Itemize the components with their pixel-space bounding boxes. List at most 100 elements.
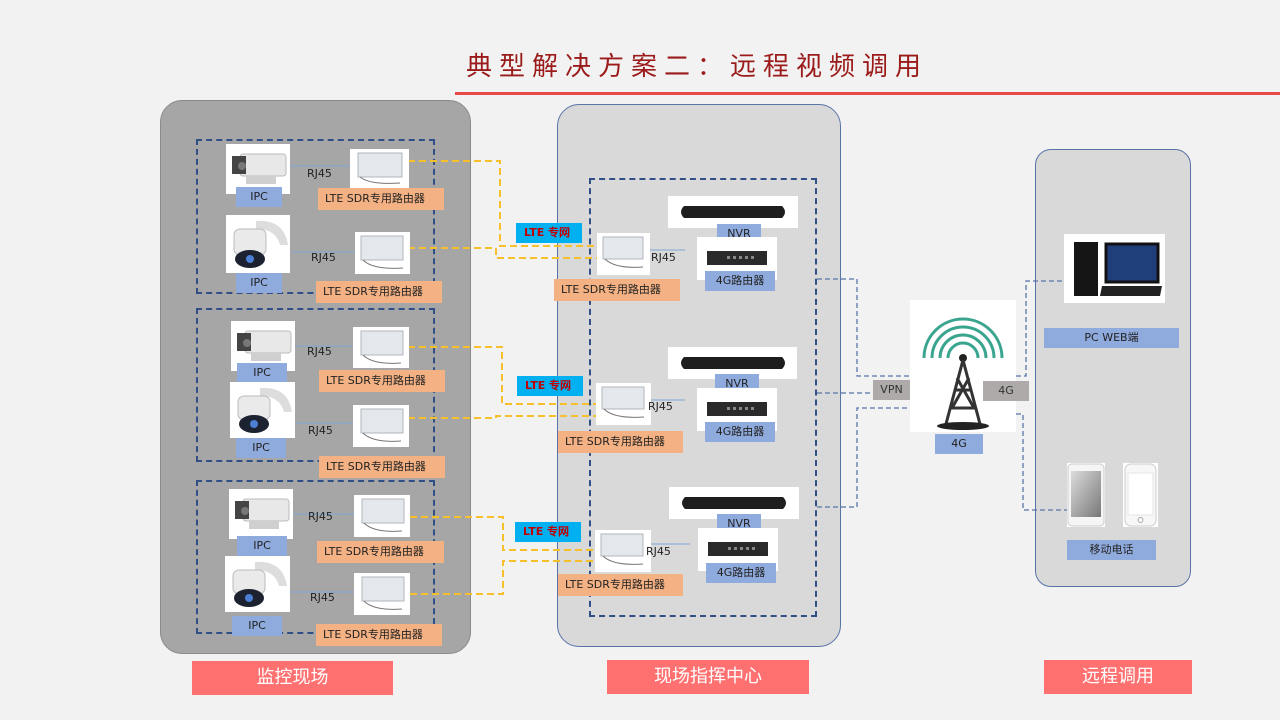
lte-router-icon	[600, 533, 644, 565]
dome-camera-icon	[232, 561, 287, 607]
lte-router-icon	[360, 330, 404, 364]
lte-router-image	[597, 233, 650, 275]
lte-router-image	[355, 232, 410, 274]
bullet-camera-image	[229, 489, 293, 539]
bullet-camera-image	[226, 144, 290, 194]
lte-router-icon	[361, 576, 405, 610]
lte-router-label: LTE SDR专用路由器	[558, 431, 683, 453]
lte-router-label: LTE SDR专用路由器	[319, 456, 445, 478]
lte-link	[410, 516, 600, 551]
ipc-label: IPC	[236, 273, 282, 293]
bullet-camera-icon	[232, 153, 287, 184]
dome-camera-image	[225, 556, 290, 612]
ipc-label: IPC	[232, 616, 282, 636]
nvr-image	[668, 347, 797, 379]
title-underline	[455, 92, 1280, 95]
lte-router-icon	[360, 235, 404, 269]
vpn-label: VPN	[873, 380, 910, 400]
lte-link	[408, 415, 600, 419]
rj45-label: RJ45	[310, 591, 335, 604]
lte-router-label: LTE SDR专用路由器	[554, 279, 680, 301]
desktop-computer-icon	[1074, 242, 1162, 296]
lte-router-icon	[357, 152, 403, 184]
tablet-icon	[1067, 463, 1105, 527]
ipc-label: IPC	[236, 187, 282, 207]
lte-link	[408, 160, 600, 247]
lte-link	[408, 247, 600, 259]
lte-router-image	[595, 530, 651, 572]
tablet-image	[1067, 463, 1105, 527]
page-title: 典型解决方案二：远程视频调用	[466, 52, 929, 82]
network-link	[1016, 280, 1078, 377]
4g-router-icon	[707, 251, 767, 265]
lte-router-image	[354, 573, 410, 615]
bullet-camera-icon	[235, 498, 290, 529]
dome-camera-image	[226, 215, 290, 273]
4g-router-label: 4G路由器	[705, 271, 775, 291]
nvr-icon	[682, 497, 786, 509]
ipc-label: IPC	[236, 438, 286, 458]
dome-camera-icon	[233, 220, 288, 268]
lte-router-image	[350, 149, 409, 188]
lte-link	[410, 560, 600, 595]
command-center-group	[589, 178, 817, 617]
cell-tower-image	[910, 300, 1016, 432]
remote-access-panel	[1035, 149, 1191, 587]
4g-router-icon	[707, 402, 767, 416]
4g-router-label: 4G路由器	[706, 563, 776, 583]
lte-router-image	[354, 495, 410, 537]
4g-router-icon	[708, 542, 768, 556]
nvr-image	[669, 487, 799, 519]
lte-router-label: LTE SDR专用路由器	[319, 370, 445, 392]
ipc-label: IPC	[237, 536, 287, 556]
rj45-label: RJ45	[646, 545, 671, 558]
lte-network-badge: LTE 专网	[515, 522, 581, 542]
section-label-remote-access: 远程调用	[1044, 660, 1192, 694]
section-label-monitoring-site: 监控现场	[192, 661, 393, 695]
lte-router-label: LTE SDR专用路由器	[318, 188, 444, 210]
lte-router-icon	[360, 408, 404, 442]
rj45-label: RJ45	[308, 424, 333, 437]
smartphone-image	[1123, 463, 1158, 527]
rj45-label: RJ45	[311, 251, 336, 264]
lte-router-label: LTE SDR专用路由器	[558, 574, 683, 596]
lte-router-image	[353, 405, 409, 447]
lte-router-icon	[602, 236, 644, 268]
lte-link	[408, 346, 600, 405]
lte-router-image	[353, 327, 409, 368]
lte-network-badge: LTE 专网	[516, 223, 582, 243]
nvr-icon	[681, 206, 785, 218]
lte-router-label: LTE SDR专用路由器	[316, 624, 442, 646]
cell-tower-icon	[922, 317, 1004, 430]
rj45-label: RJ45	[307, 345, 332, 358]
site-group-1	[196, 139, 435, 294]
lte-router-image	[596, 383, 651, 425]
4g-link-label: 4G	[983, 381, 1029, 401]
ipc-label: IPC	[237, 363, 287, 383]
lte-network-badge: LTE 专网	[517, 376, 583, 396]
4g-router-label: 4G路由器	[705, 422, 775, 442]
nvr-icon	[681, 357, 785, 369]
lte-router-icon	[601, 386, 645, 418]
bullet-camera-icon	[237, 330, 292, 361]
4g-tower-label: 4G	[935, 434, 983, 454]
section-label-command-center: 现场指挥中心	[607, 660, 809, 694]
dome-camera-image	[230, 382, 295, 438]
rj45-label: RJ45	[308, 510, 333, 523]
rj45-label: RJ45	[648, 400, 673, 413]
smartphone-icon	[1124, 463, 1157, 527]
pc-web-label: PC WEB端	[1044, 328, 1179, 348]
mobile-phone-label: 移动电话	[1067, 540, 1156, 560]
bullet-camera-image	[231, 321, 295, 371]
lte-router-icon	[361, 498, 405, 532]
nvr-image	[668, 196, 798, 228]
rj45-label: RJ45	[651, 251, 676, 264]
network-link	[817, 407, 910, 508]
network-link	[1016, 413, 1068, 511]
dome-camera-icon	[237, 387, 292, 433]
rj45-label: RJ45	[307, 167, 332, 180]
network-link	[817, 278, 910, 377]
lte-router-label: LTE SDR专用路由器	[316, 281, 442, 303]
pc-image	[1064, 234, 1165, 303]
